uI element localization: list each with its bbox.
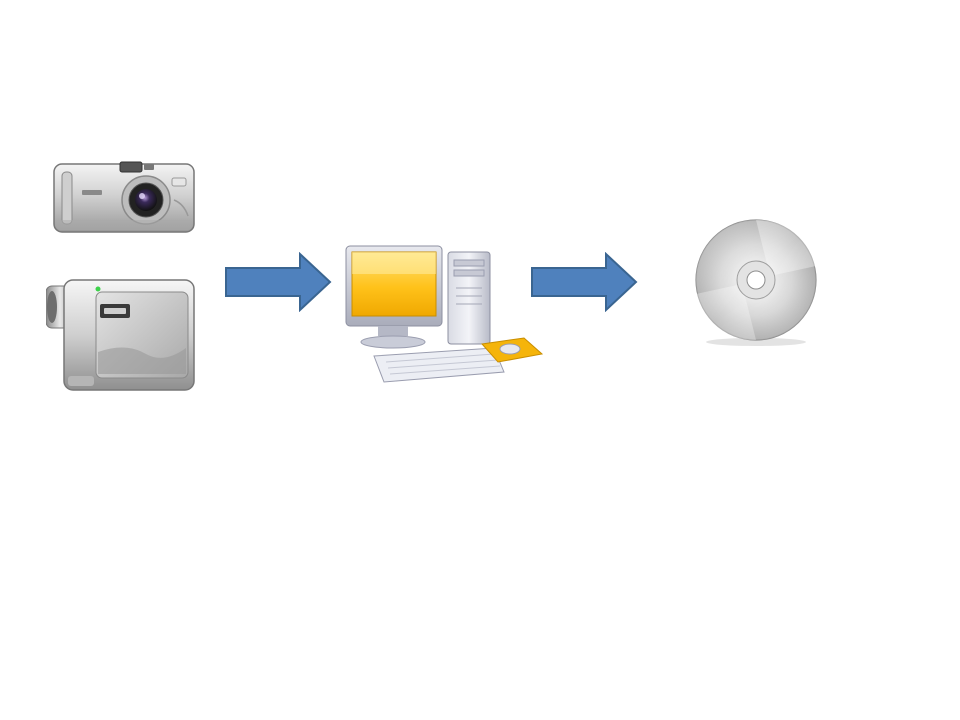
flow-arrow-1: [224, 252, 334, 312]
flow-arrow-2: [530, 252, 640, 312]
digital-camera-icon: [52, 160, 196, 236]
desktop-computer-icon: [344, 244, 544, 392]
video-camera-icon: [46, 276, 198, 392]
optical-disc-icon: [690, 216, 822, 348]
